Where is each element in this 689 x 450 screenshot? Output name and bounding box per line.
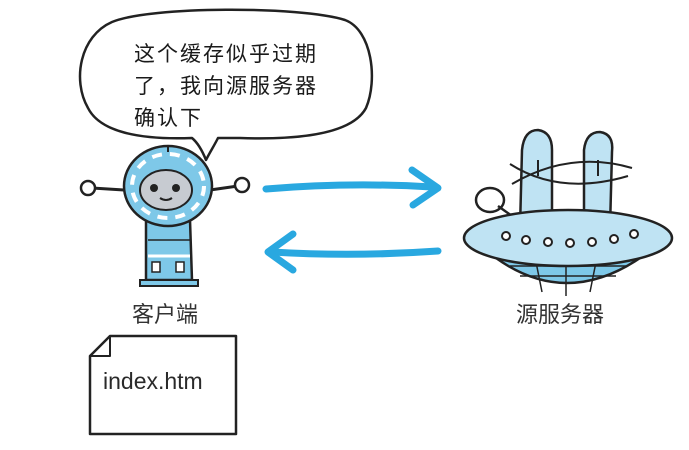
document-icon — [88, 334, 238, 436]
speech-bubble — [78, 8, 374, 162]
server-ufo-icon — [462, 128, 674, 296]
bubble-line-3: 确认下 — [134, 106, 203, 130]
bubble-line-1: 这个缓存似乎过期 — [134, 42, 318, 66]
response-arrow — [264, 230, 442, 274]
server-label: 源服务器 — [516, 303, 605, 328]
document-filename: index.htm — [103, 368, 203, 394]
bubble-line-2: 了，我向源服务器 — [134, 74, 318, 98]
client-label: 客户端 — [132, 303, 199, 328]
client-robot-icon — [79, 144, 251, 287]
request-arrow — [262, 166, 442, 209]
